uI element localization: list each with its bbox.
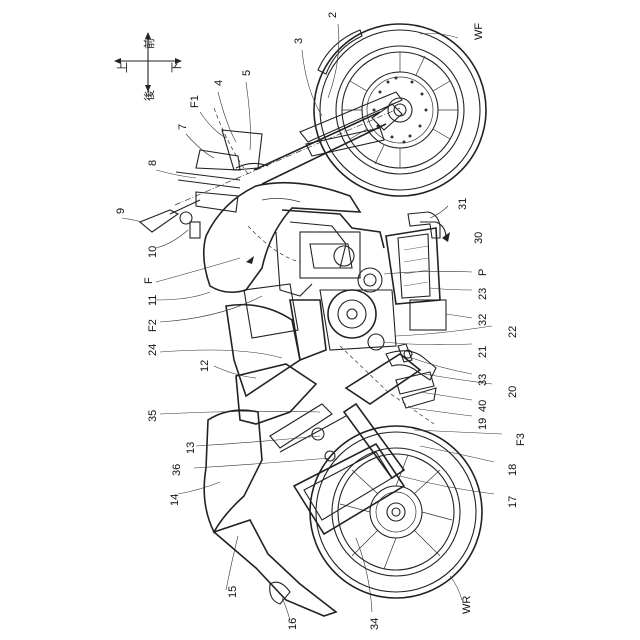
ref-36: 36 (171, 464, 183, 476)
ref-31: 31 (457, 198, 469, 210)
direction-down-label: 下 (171, 62, 183, 73)
ref-12: 12 (199, 360, 211, 372)
ref-30: 30 (473, 232, 485, 244)
ref-9: 9 (115, 208, 127, 214)
ref-21: 21 (477, 346, 489, 358)
ref-15: 15 (227, 586, 239, 598)
ref-3: 3 (293, 38, 305, 44)
ref-22: 22 (507, 326, 519, 338)
ref-F1: F1 (189, 95, 201, 108)
ref-34: 34 (369, 618, 381, 630)
front-wheel (314, 24, 486, 196)
ref-35: 35 (147, 410, 159, 422)
ref-2: 2 (327, 12, 339, 18)
ref-13: 13 (185, 442, 197, 454)
ref-17: 17 (507, 496, 519, 508)
ref-16: 16 (287, 618, 299, 630)
ref-F3: F3 (515, 433, 527, 446)
ref-P: P (477, 269, 489, 276)
ref-19: 19 (477, 418, 489, 430)
frame-line-f3 (340, 346, 434, 424)
ref-33: 33 (477, 374, 489, 386)
direction-rear-label: 後 (142, 90, 156, 101)
frame-line-f2 (248, 226, 300, 262)
ref-32: 32 (477, 314, 489, 326)
ref-24: 24 (147, 344, 159, 356)
arrow-f-icon (246, 256, 254, 264)
ref-5: 5 (241, 70, 253, 76)
ref-14: 14 (169, 494, 181, 506)
ref-23: 23 (477, 288, 489, 300)
ref-WF: WF (473, 23, 485, 40)
ref-WR: WR (461, 596, 473, 614)
direction-up-label: 上 (116, 62, 129, 73)
ref-18: 18 (507, 464, 519, 476)
ref-10: 10 (147, 246, 159, 258)
ref-F2: F2 (147, 319, 159, 332)
front-fork (175, 92, 402, 205)
ref-20: 20 (507, 386, 519, 398)
direction-indicator: 上 下 前 後 (114, 32, 183, 101)
ref-8: 8 (147, 160, 159, 166)
ref-7: 7 (177, 124, 189, 130)
reference-numerals: 2 3 WF 4 5 F1 7 8 9 10 31 30 F 11 P 23 F… (115, 12, 527, 630)
ref-11: 11 (147, 295, 159, 306)
handlebar-assembly (140, 130, 268, 238)
ref-40: 40 (477, 400, 489, 412)
frame-body (204, 183, 446, 616)
ref-4: 4 (213, 80, 225, 86)
ref-F: F (143, 277, 155, 284)
direction-front-label: 前 (142, 38, 156, 49)
frame-line-f (214, 108, 248, 174)
